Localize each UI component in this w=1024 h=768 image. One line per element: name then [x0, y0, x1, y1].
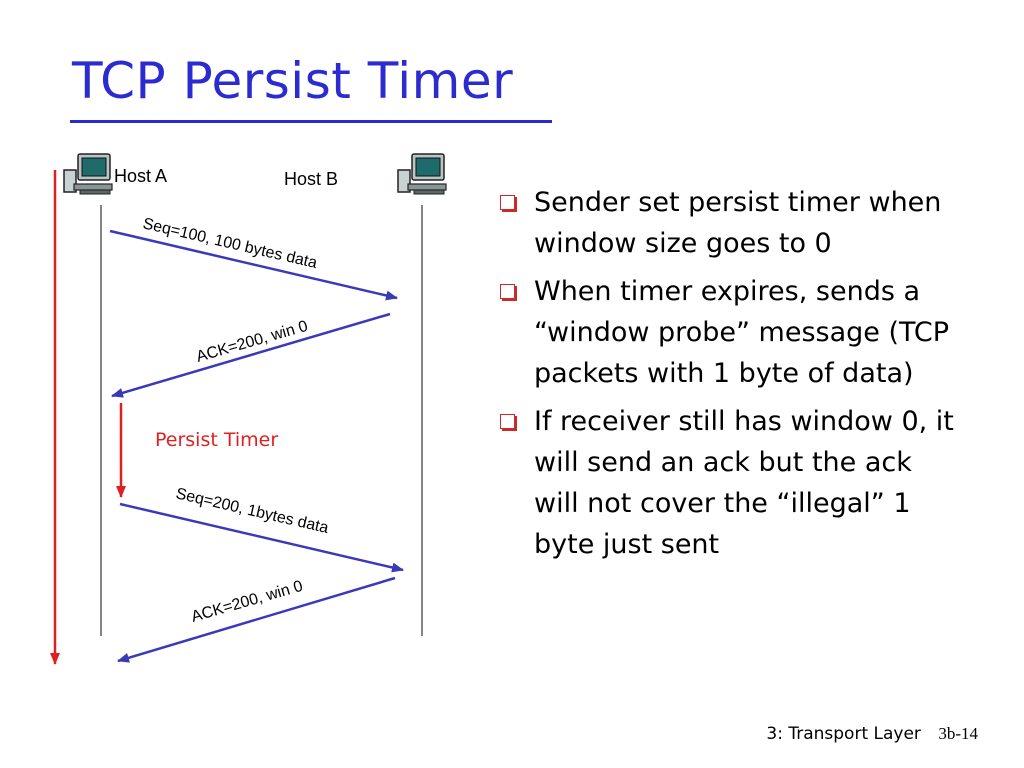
message-arrow-3	[119, 502, 404, 573]
host-a-computer-icon	[63, 153, 113, 195]
square-bullet-icon	[500, 284, 515, 299]
persist-timer-label: Persist Timer	[155, 429, 278, 451]
bullet-item: Sender set persist timer when window siz…	[494, 182, 954, 264]
bullet-text: Sender set persist timer when window siz…	[534, 187, 942, 259]
message-arrow-1	[109, 229, 398, 301]
message-label-3: Seq=200, 1bytes data	[174, 485, 330, 537]
message-label-4: ACK=200, win 0	[189, 578, 305, 626]
bullet-item: When timer expires, sends a “window prob…	[494, 271, 954, 394]
host-b-computer-icon	[397, 153, 447, 195]
bullet-list: Sender set persist timer when window siz…	[494, 182, 954, 572]
host-b-label: Host B	[284, 169, 338, 189]
host-a-label: Host A	[114, 166, 167, 186]
footer-page-number: 3b-14	[938, 724, 978, 743]
message-arrow-4	[117, 576, 396, 663]
message-arrow-2	[111, 312, 391, 398]
footer-section: 3: Transport Layer	[766, 724, 921, 744]
bullet-text: If receiver still has window 0, it will …	[534, 406, 954, 560]
slide-footer: 3: Transport Layer 3b-14	[766, 724, 978, 744]
sequence-diagram: Host A Host B Seq=100, 100 bytes data AC…	[50, 153, 447, 665]
slide-title: TCP Persist Timer	[72, 52, 514, 110]
square-bullet-icon	[500, 195, 515, 210]
square-bullet-icon	[500, 414, 515, 429]
bullet-item: If receiver still has window 0, it will …	[494, 401, 954, 565]
title-underline	[70, 120, 552, 123]
bullet-text: When timer expires, sends a “window prob…	[534, 276, 950, 389]
